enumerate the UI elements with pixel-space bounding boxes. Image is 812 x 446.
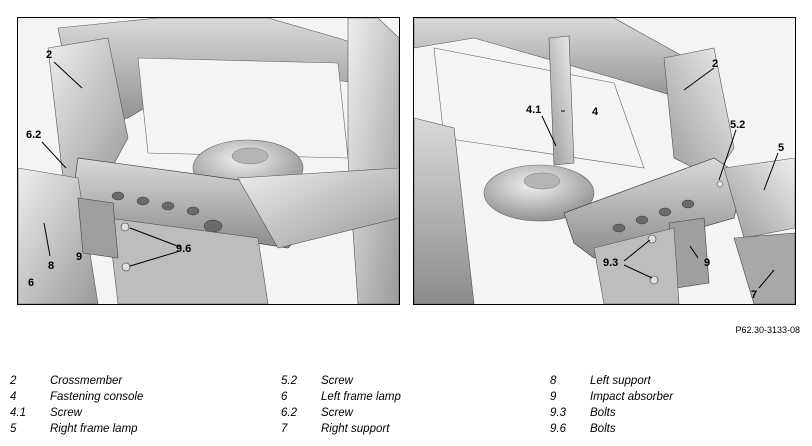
callout-9-3: 9.3 — [603, 257, 618, 269]
callout-6-2: 6.2 — [26, 129, 41, 141]
callout-4-1: 4.1 — [526, 104, 541, 116]
callout-8: 8 — [48, 260, 54, 272]
callout-5: 5 — [778, 142, 784, 154]
legend-label: Crossmember — [50, 375, 123, 387]
right-frame-drawing: 4.1 4 2 5.2 5 9.3 9 7 — [414, 18, 795, 304]
legend-label: Fastening console — [50, 391, 144, 403]
legend-label: Left frame lamp — [321, 391, 401, 403]
callout-2: 2 — [712, 58, 718, 70]
figure-reference: P62.30-3133-08 — [735, 325, 800, 335]
callout-7: 7 — [751, 289, 757, 301]
parts-legend: 2 Crossmember 4 Fastening console 4.1 Sc… — [10, 374, 790, 440]
callout-2: 2 — [46, 49, 52, 61]
legend-number: 6 — [281, 391, 288, 403]
legend-number: 9.6 — [550, 423, 566, 435]
legend-number: 6.2 — [281, 407, 297, 419]
legend-number: 9.3 — [550, 407, 566, 419]
legend-label: Right frame lamp — [50, 423, 138, 435]
legend-label: Screw — [50, 407, 82, 419]
callout-6: 6 — [28, 277, 34, 289]
legend-label: Right support — [321, 423, 390, 435]
legend-number: 5.2 — [281, 375, 297, 387]
legend-label: Screw — [321, 407, 353, 419]
legend-label: Left support — [590, 375, 651, 387]
legend-number: 8 — [550, 375, 557, 387]
legend-number: 9 — [550, 391, 557, 403]
right-view-illustration: 4.1 4 2 5.2 5 9.3 9 7 — [413, 17, 796, 305]
legend-number: 7 — [281, 423, 288, 435]
legend-label: Impact absorber — [590, 391, 674, 403]
legend-number: 4.1 — [10, 407, 26, 419]
callout-9-6: 9.6 — [176, 243, 191, 255]
callout-9: 9 — [76, 251, 82, 263]
legend-label: Screw — [321, 375, 353, 387]
legend-number: 2 — [10, 375, 17, 387]
callout-4: 4 — [592, 106, 599, 118]
legend-number: 4 — [10, 391, 17, 403]
legend-number: 5 — [10, 423, 17, 435]
legend-label: Bolts — [590, 407, 616, 419]
callout-9: 9 — [704, 257, 710, 269]
left-view-illustration: 2 6.2 6 8 9 9.6 — [17, 17, 400, 305]
left-frame-drawing: 2 6.2 6 8 9 9.6 — [18, 18, 399, 304]
legend-label: Bolts — [590, 423, 616, 435]
callout-5-2: 5.2 — [730, 119, 745, 131]
